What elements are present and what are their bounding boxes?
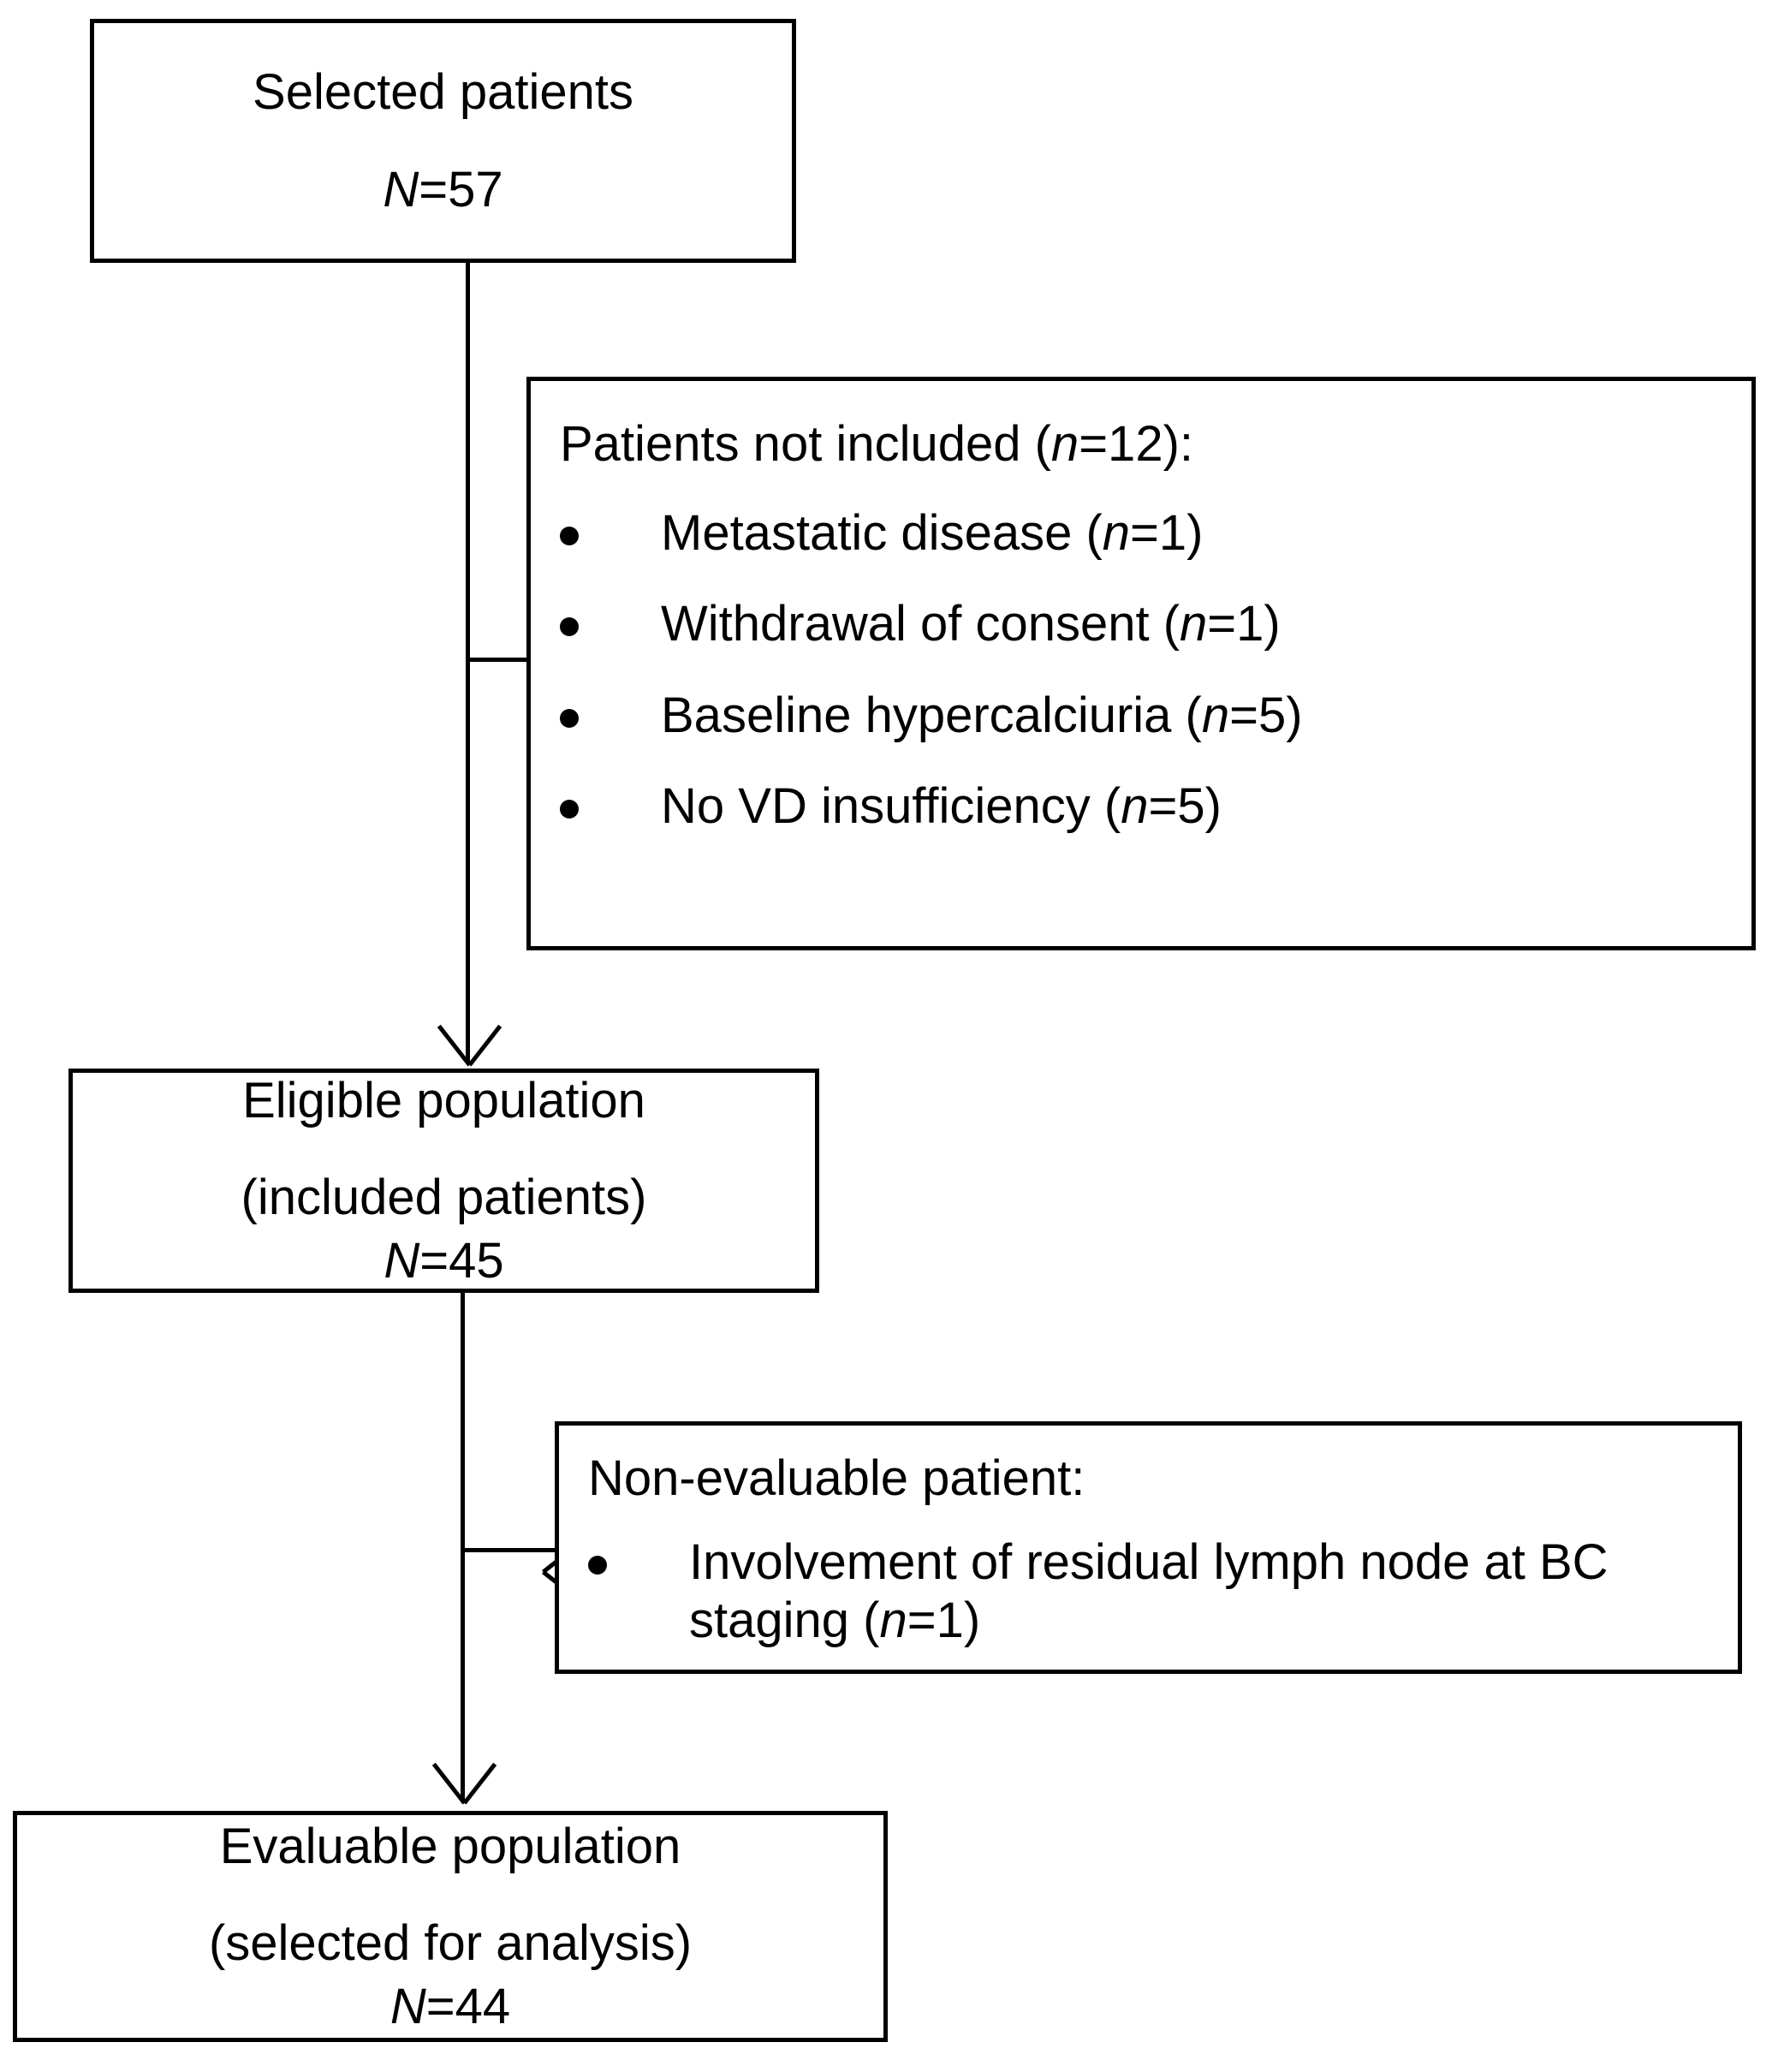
eligible-population-count: N=45 bbox=[384, 1232, 503, 1289]
not-included-bullet-2-n-symbol: n bbox=[1180, 596, 1208, 652]
node-non-evaluable-patient: Non-evaluable patient: Involvement of re… bbox=[555, 1421, 1742, 1674]
not-included-heading-prefix: Patients not included ( bbox=[560, 416, 1051, 472]
not-included-heading: Patients not included (n=12): bbox=[560, 417, 1193, 472]
selected-patients-count: N=57 bbox=[383, 161, 502, 218]
connector-eligible-to-evaluable bbox=[461, 1293, 465, 1802]
eligible-population-n-value: =45 bbox=[419, 1232, 504, 1289]
list-item: Involvement of residual lymph node at BC… bbox=[588, 1533, 1641, 1651]
not-included-bullet-3-suffix: =5) bbox=[1229, 687, 1303, 743]
evaluable-population-count: N=44 bbox=[390, 1978, 510, 2035]
eligible-population-subtitle: (included patients) bbox=[241, 1170, 647, 1226]
not-included-bullet-3: Baseline hypercalciuria (n=5) bbox=[661, 687, 1303, 745]
not-included-bullet-3-n-symbol: n bbox=[1201, 687, 1230, 743]
bullet-dot-icon bbox=[560, 617, 579, 637]
non-evaluable-bullet-1: Involvement of residual lymph node at BC… bbox=[689, 1533, 1641, 1651]
eligible-population-n-symbol: N bbox=[384, 1232, 420, 1289]
non-evaluable-bullet-1-suffix: =1) bbox=[907, 1593, 981, 1649]
not-included-bullet-3-prefix: Baseline hypercalciuria ( bbox=[661, 687, 1202, 743]
not-included-heading-n-symbol: n bbox=[1050, 416, 1079, 472]
not-included-bullet-2-prefix: Withdrawal of consent ( bbox=[661, 596, 1180, 652]
list-item: No VD insufficiency (n=5) bbox=[560, 777, 1222, 836]
not-included-bullet-1-prefix: Metastatic disease ( bbox=[661, 504, 1103, 561]
not-included-bullet-1-suffix: =1) bbox=[1130, 504, 1204, 561]
not-included-bullet-1-n-symbol: n bbox=[1102, 504, 1131, 561]
bullet-dot-icon bbox=[560, 526, 579, 545]
node-patients-not-included: Patients not included (n=12): Metastatic… bbox=[526, 377, 1756, 950]
not-included-bullet-4: No VD insufficiency (n=5) bbox=[661, 777, 1222, 836]
bullet-dot-icon bbox=[560, 708, 579, 728]
non-evaluable-bullet-1-n-symbol: n bbox=[879, 1593, 907, 1649]
non-evaluable-bullet-1-prefix: Involvement of residual lymph node at BC… bbox=[689, 1533, 1609, 1649]
evaluable-population-subtitle: (selected for analysis) bbox=[208, 1915, 693, 1972]
not-included-bullet-4-prefix: No VD insufficiency ( bbox=[661, 778, 1121, 835]
eligible-population-title: Eligible population bbox=[242, 1073, 645, 1129]
not-included-bullet-2-suffix: =1) bbox=[1207, 596, 1281, 652]
node-eligible-population: Eligible population (included patients) … bbox=[68, 1069, 819, 1293]
selected-patients-n-symbol: N bbox=[383, 161, 419, 217]
evaluable-population-n-symbol: N bbox=[390, 1978, 426, 2034]
not-included-bullet-1: Metastatic disease (n=1) bbox=[661, 504, 1204, 563]
evaluable-population-n-value: =44 bbox=[425, 1978, 511, 2034]
bullet-dot-icon bbox=[588, 1555, 607, 1575]
connector-branch-non-evaluable bbox=[461, 1548, 580, 1552]
non-evaluable-heading: Non-evaluable patient: bbox=[588, 1450, 1085, 1506]
not-included-heading-suffix: =12): bbox=[1079, 416, 1194, 472]
evaluable-population-title: Evaluable population bbox=[219, 1819, 681, 1875]
not-included-bullet-4-n-symbol: n bbox=[1121, 778, 1149, 835]
connector-selected-to-eligible bbox=[466, 263, 470, 1064]
bullet-dot-icon bbox=[560, 800, 579, 819]
node-evaluable-population: Evaluable population (selected for analy… bbox=[13, 1811, 888, 2042]
list-item: Withdrawal of consent (n=1) bbox=[560, 595, 1281, 653]
selected-patients-n-value: =57 bbox=[419, 161, 503, 217]
not-included-bullet-4-suffix: =5) bbox=[1148, 778, 1222, 835]
selected-patients-title: Selected patients bbox=[253, 64, 633, 121]
list-item: Metastatic disease (n=1) bbox=[560, 504, 1204, 563]
node-selected-patients: Selected patients N=57 bbox=[90, 19, 796, 263]
not-included-bullet-2: Withdrawal of consent (n=1) bbox=[661, 595, 1281, 653]
list-item: Baseline hypercalciuria (n=5) bbox=[560, 687, 1303, 745]
